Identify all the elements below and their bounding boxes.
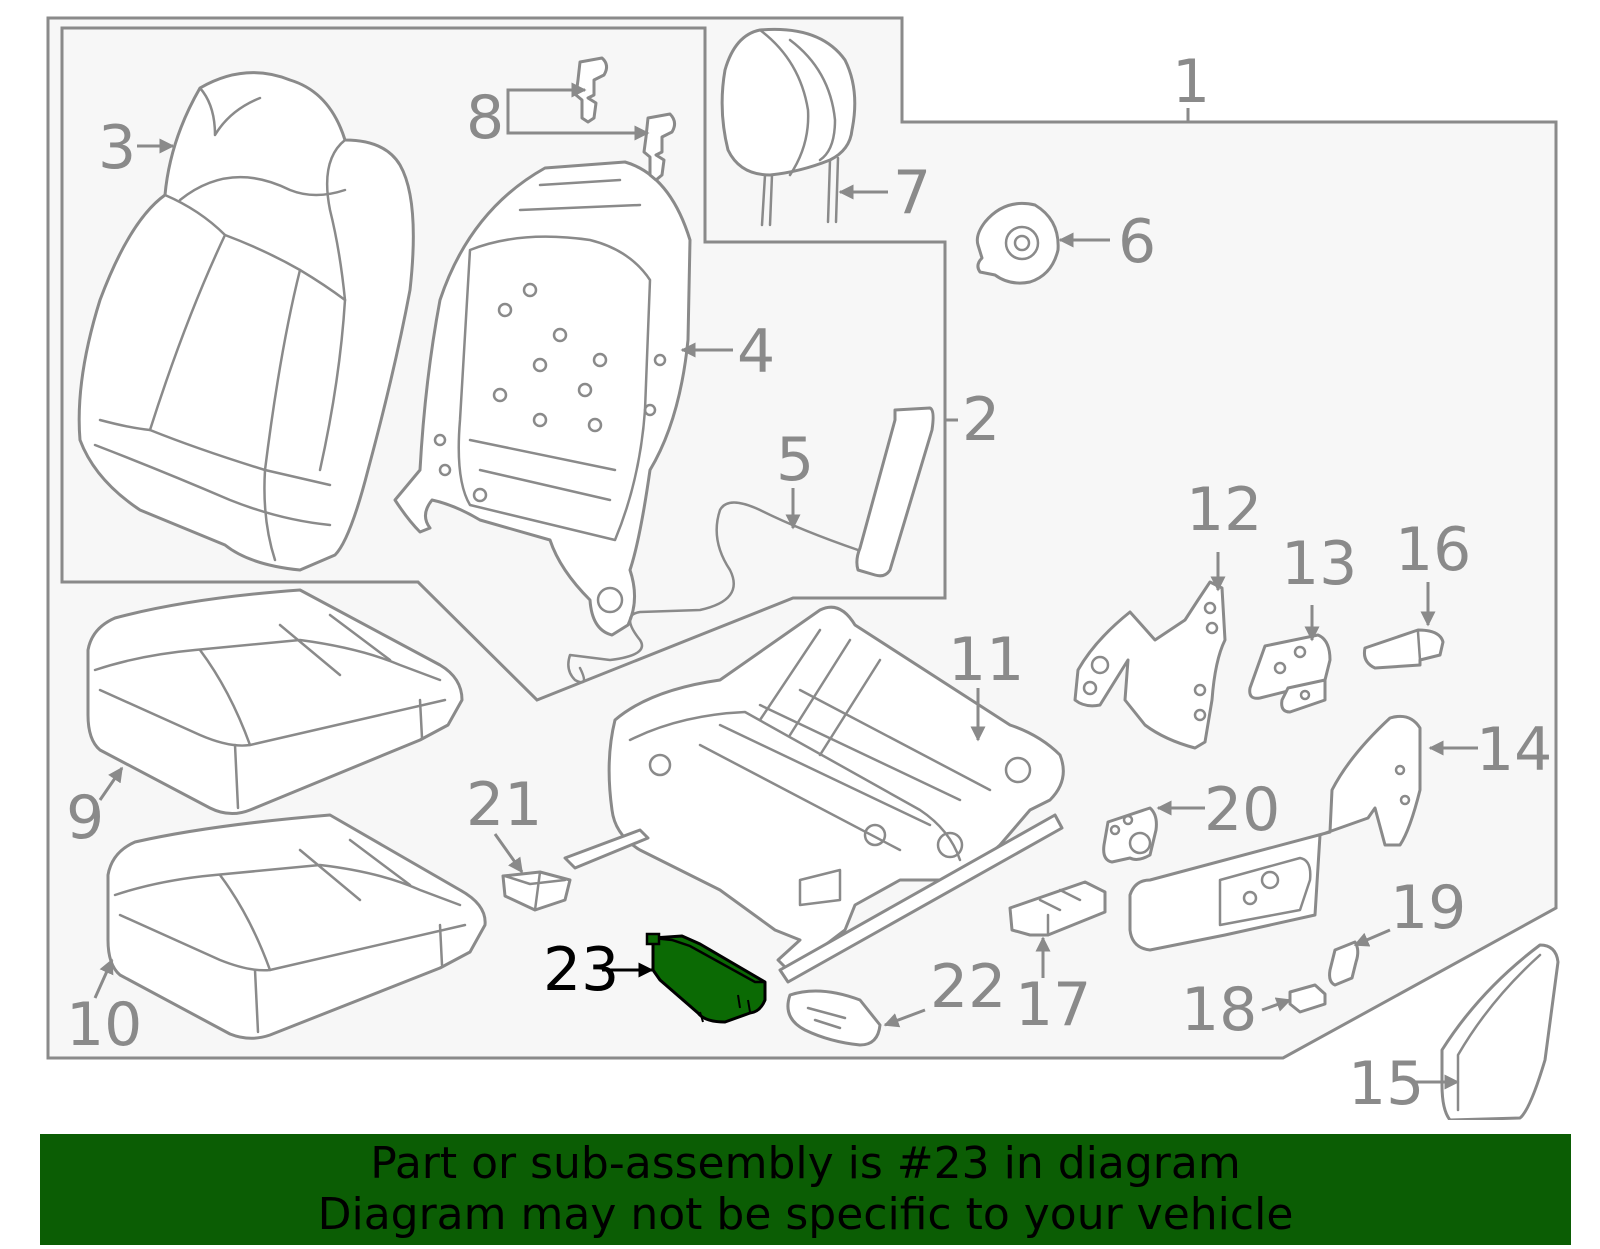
callout-17: 17 xyxy=(1015,970,1091,1040)
part-13-hinge-cover xyxy=(1248,633,1332,714)
callout-13: 13 xyxy=(1281,529,1357,599)
part-17-track-cover xyxy=(1008,880,1107,937)
callout-9: 9 xyxy=(66,783,104,853)
callout-3: 3 xyxy=(98,113,136,183)
callout-18: 18 xyxy=(1181,975,1257,1045)
part-10-cushion-pad xyxy=(106,813,487,1040)
banner-line-disclaimer: Diagram may not be specific to your vehi… xyxy=(317,1189,1294,1240)
parts-diagram: 1 2 3 4 5 6 7 8 9 10 11 12 13 14 15 16 1… xyxy=(46,16,1560,1120)
part-14-outer-shield xyxy=(1128,714,1422,952)
callout-22: 22 xyxy=(930,952,1006,1022)
part-8-headrest-guides xyxy=(574,56,677,182)
part-9-cushion-cover xyxy=(86,588,464,815)
callout-14: 14 xyxy=(1476,715,1552,785)
callout-5: 5 xyxy=(776,425,814,495)
callout-23-highlighted: 23 xyxy=(543,935,619,1005)
callout-8: 8 xyxy=(466,83,504,153)
part-6-motor-actuator xyxy=(975,201,1060,285)
part-3-seatback-cover xyxy=(77,71,415,572)
part-23-control-module xyxy=(645,932,767,1024)
banner-line-part-number: Part or sub-assembly is #23 in diagram xyxy=(370,1138,1241,1189)
callout-21: 21 xyxy=(466,770,542,840)
part-5-lumbar-support xyxy=(567,406,935,684)
callout-10: 10 xyxy=(66,990,142,1060)
callout-19: 19 xyxy=(1390,873,1466,943)
part-7-headrest xyxy=(720,27,857,227)
part-22-cover xyxy=(786,989,882,1047)
callout-20: 20 xyxy=(1204,775,1280,845)
part-15-inner-shield xyxy=(1440,943,1560,1120)
callout-labels: 1 2 3 4 5 6 7 8 9 10 11 12 13 14 15 16 1… xyxy=(66,47,1552,1119)
part-11-seat-frame xyxy=(563,605,1065,984)
notice-banner: Part or sub-assembly is #23 in diagram D… xyxy=(40,1134,1571,1245)
callout-6: 6 xyxy=(1118,207,1156,277)
part-21-clip xyxy=(501,870,572,912)
callout-1: 1 xyxy=(1172,47,1210,117)
callout-7: 7 xyxy=(893,158,931,228)
part-12-recliner-bracket xyxy=(1073,580,1227,750)
callout-15: 15 xyxy=(1348,1049,1424,1119)
part-20-switch-knob xyxy=(1102,806,1158,864)
callout-16: 16 xyxy=(1395,515,1471,585)
callout-11: 11 xyxy=(948,625,1024,695)
callout-4: 4 xyxy=(737,317,775,387)
part-16-handle xyxy=(1363,628,1445,670)
part-4-seatback-frame xyxy=(393,160,692,637)
callout-12: 12 xyxy=(1186,475,1262,545)
callout-2: 2 xyxy=(962,385,1000,455)
leader-lines xyxy=(93,82,1478,1090)
